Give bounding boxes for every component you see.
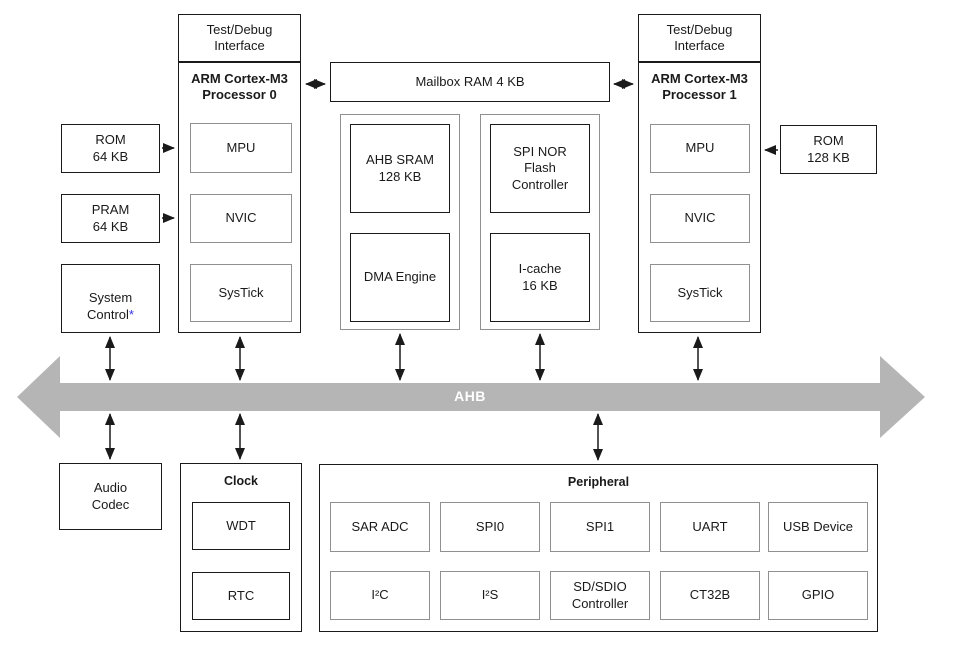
wdt-box: WDT [192,502,290,550]
spi-nor-flash-controller-box: SPI NOR Flash Controller [490,124,590,213]
sd-sdio-controller-box: SD/SDIO Controller [550,571,650,620]
sar-adc-box: SAR ADC [330,502,430,552]
nvic-1-box: NVIC [650,194,750,243]
i2s-box: I²S [440,571,540,620]
ahb-sram-box: AHB SRAM 128 KB [350,124,450,213]
dma-engine-box: DMA Engine [350,233,450,322]
testdebug-interface-1-box: Test/Debug Interface [638,14,761,62]
processor-0-name: ARM Cortex-M3 Processor 0 [191,70,288,102]
processor-1-name: ARM Cortex-M3 Processor 1 [651,70,748,102]
pram-64kb-box: PRAM 64 KB [61,194,160,243]
rom-64kb-box: ROM 64 KB [61,124,160,173]
systick-0-box: SysTick [190,264,292,322]
system-control-asterisk: * [128,306,134,322]
gpio-box: GPIO [768,571,868,620]
systick-1-box: SysTick [650,264,750,322]
peripheral-title: Peripheral [567,475,630,490]
rom-128kb-box: ROM 128 KB [780,125,877,174]
system-control-label: System Control [87,290,133,322]
ct32b-box: CT32B [660,571,760,620]
usb-device-box: USB Device [768,502,868,552]
audio-codec-box: Audio Codec [59,463,162,530]
nvic-0-box: NVIC [190,194,292,243]
icache-box: I-cache 16 KB [490,233,590,322]
spi1-box: SPI1 [550,502,650,552]
clock-title: Clock [223,474,259,489]
system-control-box: System Control* [61,264,160,333]
testdebug-interface-0-box: Test/Debug Interface [178,14,301,62]
rtc-box: RTC [192,572,290,620]
ahb-bus-label: AHB [454,388,486,405]
spi0-box: SPI0 [440,502,540,552]
mpu-1-box: MPU [650,124,750,173]
i2c-box: I²C [330,571,430,620]
mpu-0-box: MPU [190,123,292,173]
mailbox-ram-box: Mailbox RAM 4 KB [330,62,610,102]
uart-box: UART [660,502,760,552]
